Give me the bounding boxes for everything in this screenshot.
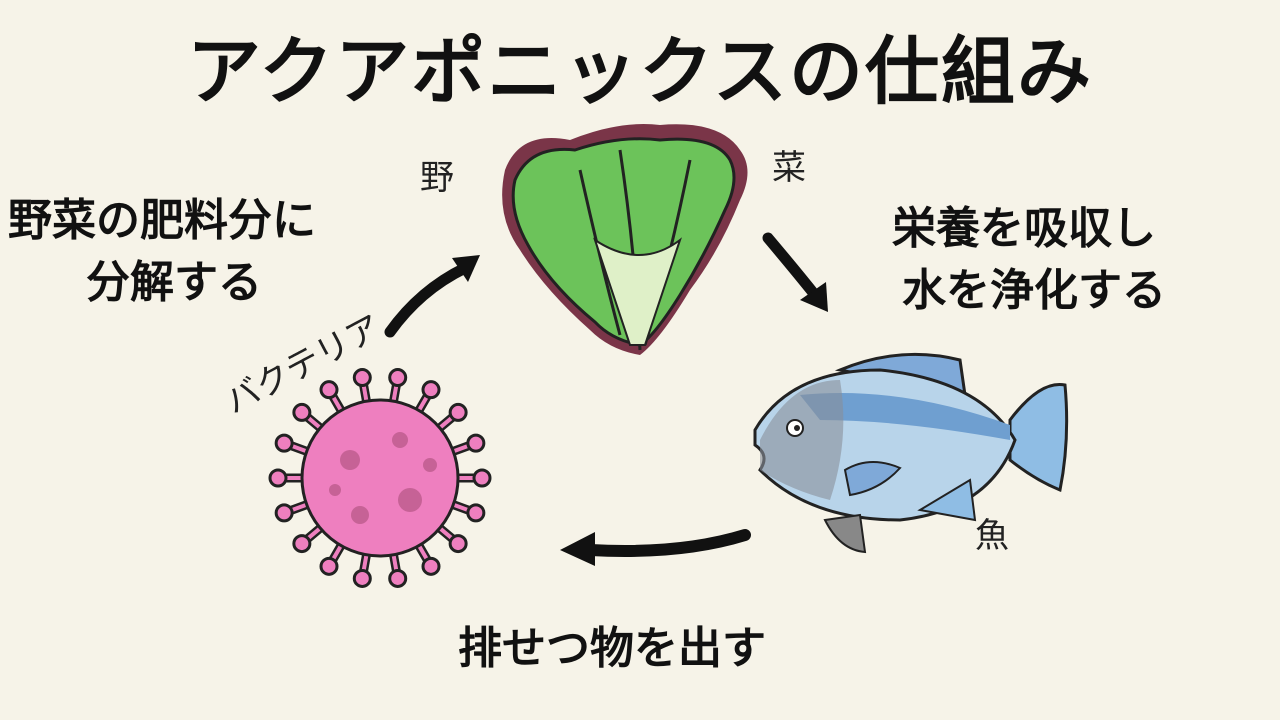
bacteria-spike-tip [319, 556, 339, 576]
bacteria-spike-tip [292, 402, 312, 422]
fish-illustration [753, 352, 1069, 554]
arrow-to-fish [762, 232, 828, 312]
fish-step-caption: 排せつ物を出す [458, 623, 766, 674]
bacteria-spike-tip [319, 380, 339, 400]
bacteria-spike-tip [466, 433, 486, 453]
bacteria-spike-tip [292, 534, 312, 554]
bacteria-spike-tip [352, 568, 372, 588]
bacteria-spike-tip [274, 433, 294, 453]
bacteria-illustration [268, 368, 492, 588]
bacteria-spike-tip [472, 468, 492, 488]
bacteria-spike-tip [268, 468, 288, 488]
vegetable-step-caption: 栄養を吸収し 水を浄化する [892, 198, 1166, 322]
bacteria-spike-tip [448, 402, 468, 422]
vegetable-label-left: 野 [420, 158, 454, 198]
bacteria-spike-tip [448, 534, 468, 554]
caption-line: 分解する [86, 257, 262, 308]
bacteria-spike-tip [421, 380, 441, 400]
caption-line: 水を浄化する [902, 265, 1166, 316]
arrow-to-vegetable [384, 255, 480, 338]
bacteria-spike-tip [388, 368, 408, 388]
arrow-to-bacteria [560, 529, 751, 566]
bacteria-spike-tip [388, 568, 408, 588]
fish-label: 魚 [975, 516, 1009, 556]
bacteria-spike-tip [352, 368, 372, 388]
bacteria-step-caption: 野菜の肥料分に 分解する [8, 190, 316, 314]
vegetable-label-right: 菜 [772, 148, 806, 188]
bacteria-spike-tip [274, 503, 294, 523]
lettuce-illustration [502, 124, 748, 355]
bacteria-spike-tip [466, 503, 486, 523]
caption-line: 野菜の肥料分に [8, 195, 316, 246]
bacteria-spike-tip [421, 556, 441, 576]
caption-line: 栄養を吸収し [892, 203, 1156, 254]
page-title: アクアポニックスの仕組み [186, 29, 1094, 115]
